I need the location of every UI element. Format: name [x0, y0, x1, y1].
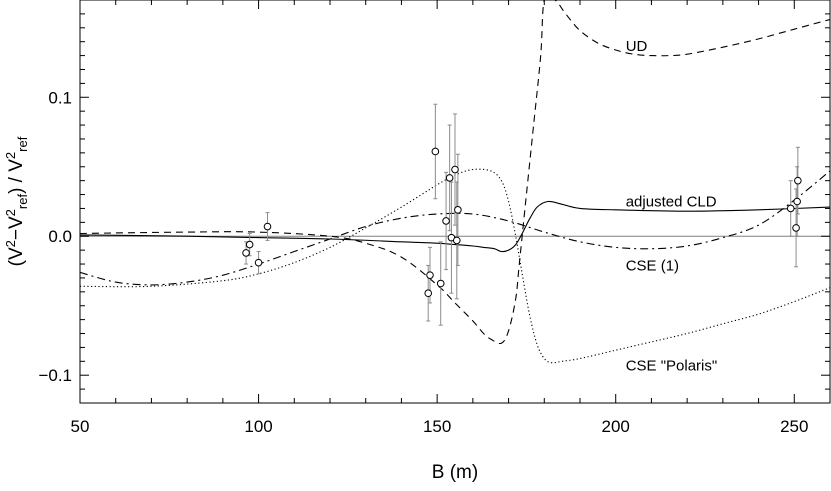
measurement-points: [242, 103, 802, 326]
data-point: [426, 271, 434, 279]
y-axis-title-part: 2: [3, 152, 18, 159]
plot-frame: [79, 0, 831, 404]
y-axis-title-part: 2: [3, 240, 18, 247]
curve-labels: UD adjusted CLD CSE (1) CSE "Polaris": [626, 38, 718, 375]
data-point: [445, 174, 454, 182]
y-axis-title-part: ref: [15, 194, 30, 210]
curve-label: CSE "Polaris": [626, 357, 718, 374]
data-point: [793, 197, 801, 206]
curve-adjusted-cld: [80, 200, 830, 253]
y-axis-title-part: 2: [3, 209, 18, 216]
data-point: [452, 236, 461, 245]
y-axis-title: (V2−V2ref) / V2ref: [3, 136, 30, 266]
curve-cse-polaris: [80, 168, 830, 364]
y-tick-labels: −0.1 0.0 0.1: [38, 88, 72, 385]
x-tick-label: 250: [780, 417, 808, 436]
y-axis-title-part: ref: [15, 136, 30, 152]
x-tick-label: 200: [602, 417, 630, 436]
data-point: [442, 217, 450, 225]
data-point: [792, 224, 800, 232]
y-tick-label: 0.1: [48, 88, 72, 107]
model-curves: [80, 0, 830, 364]
x-tick-label: 100: [244, 417, 272, 436]
y-axis-title-part: (V: [6, 247, 27, 266]
x-tick-labels: 50 100 150 200 250: [71, 417, 809, 436]
data-point: [245, 240, 254, 249]
data-point: [786, 204, 795, 213]
data-point: [424, 289, 433, 298]
y-tick-label: −0.1: [38, 366, 72, 385]
data-point: [242, 249, 250, 257]
x-tick-label: 50: [71, 417, 90, 436]
data-point: [254, 258, 263, 267]
curve-label: CSE (1): [626, 257, 679, 274]
data-point: [454, 206, 462, 214]
y-tick-label: 0.0: [48, 227, 72, 246]
data-point: [431, 147, 440, 156]
data-point: [263, 222, 272, 231]
curve-cse-1: [80, 170, 830, 286]
curve-label: UD: [626, 38, 648, 55]
y-axis-title-part: ) / V: [6, 159, 27, 194]
data-point: [451, 165, 459, 174]
x-axis-title: B (m): [432, 462, 478, 483]
curve-ud: [80, 0, 830, 345]
data-point: [794, 176, 802, 185]
x-tick-label: 150: [423, 417, 451, 436]
tick-marks: [79, 0, 831, 404]
curve-label: adjusted CLD: [626, 194, 717, 211]
y-axis-title-part: −V: [6, 216, 27, 240]
data-point: [436, 279, 445, 288]
